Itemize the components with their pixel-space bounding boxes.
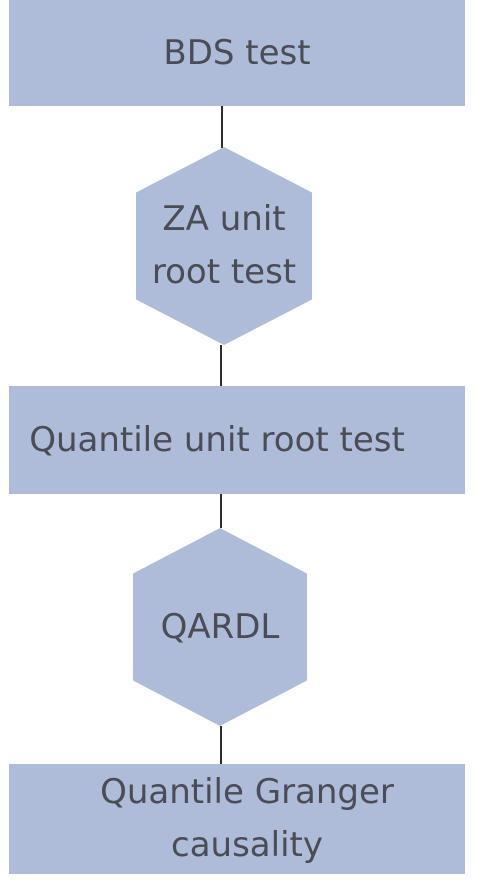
step-label: Quantile Granger causality xyxy=(100,772,394,865)
connector-line xyxy=(221,106,223,148)
step-label: QARDL xyxy=(160,606,280,647)
step-qardl: QARDL xyxy=(133,528,307,726)
step-label: Quantile unit root test xyxy=(29,419,405,460)
step-bds-test: BDS test xyxy=(9,0,465,106)
step-label: BDS test xyxy=(163,32,311,73)
step-label: ZA unit root test xyxy=(151,199,297,292)
connector-line xyxy=(220,494,222,528)
step-quantile-granger-causality: Quantile Granger causality xyxy=(9,764,465,874)
connector-line xyxy=(220,726,222,764)
step-za-unit-root-test: ZA unit root test xyxy=(136,147,312,345)
connector-line xyxy=(220,345,222,387)
step-quantile-unit-root-test: Quantile unit root test xyxy=(9,386,465,494)
